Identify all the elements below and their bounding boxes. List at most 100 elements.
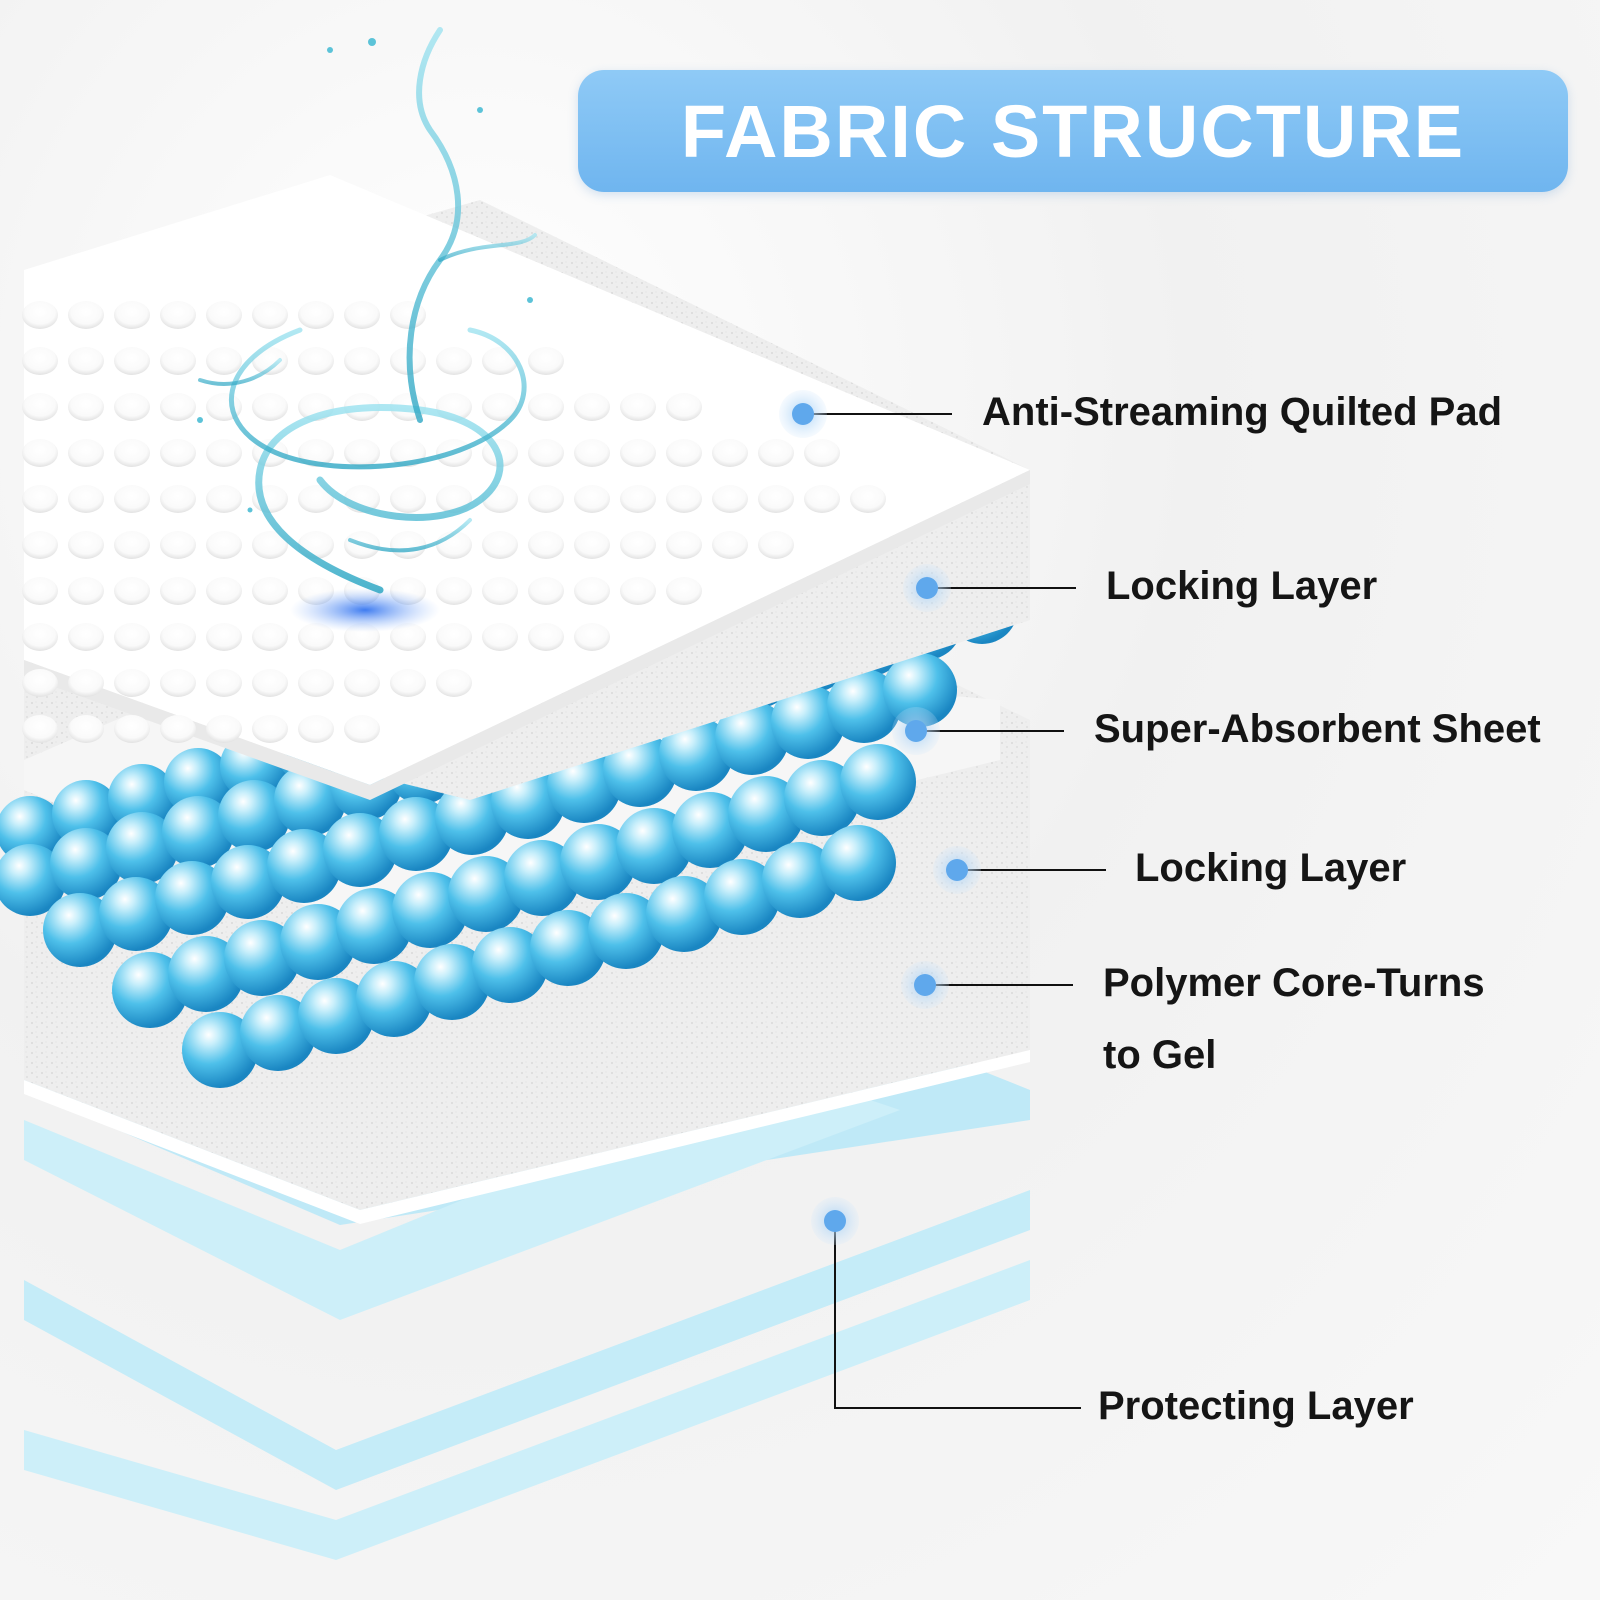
gel-bead-icon — [762, 842, 838, 918]
quilt-dimple — [22, 301, 58, 329]
gel-bead-icon — [435, 781, 509, 855]
quilt-dimple — [206, 485, 242, 513]
quilt-dimple — [206, 623, 242, 651]
gel-bead-icon — [108, 764, 176, 832]
quilt-dimple — [68, 347, 104, 375]
quilt-dimple — [482, 577, 518, 605]
quilt-dimple — [298, 485, 334, 513]
gel-bead-icon — [155, 861, 229, 935]
quilt-dimple — [574, 393, 610, 421]
gel-bead-icon — [771, 685, 845, 759]
label-protecting-layer: Protecting Layer — [1098, 1384, 1414, 1428]
quilt-dimple — [68, 623, 104, 651]
quilt-dimple — [390, 485, 426, 513]
quilt-dimple — [390, 531, 426, 559]
gel-bead-icon — [240, 995, 316, 1071]
callout-marker-icon — [903, 564, 951, 612]
quilt-dimple — [160, 301, 196, 329]
quilt-dimple — [22, 485, 58, 513]
quilt-dimple — [390, 669, 426, 697]
quilt-dimple — [666, 393, 702, 421]
quilt-dimple — [574, 577, 610, 605]
quilt-dimple — [160, 669, 196, 697]
quilted-dimples — [22, 301, 886, 743]
quilt-dimple — [712, 531, 748, 559]
quilted-pad — [22, 175, 1030, 800]
quilt-dimple — [114, 485, 150, 513]
quilt-dimple — [528, 347, 564, 375]
gel-bead-icon — [52, 780, 120, 848]
quilt-dimple — [22, 577, 58, 605]
quilt-dimple — [252, 623, 288, 651]
callout-marker-icon — [811, 1197, 859, 1245]
gel-bead-icon — [298, 978, 374, 1054]
quilt-dimple — [298, 347, 334, 375]
quilt-dimple — [482, 623, 518, 651]
quilt-dimple — [666, 577, 702, 605]
quilt-dimple — [160, 439, 196, 467]
quilt-dimple — [390, 623, 426, 651]
quilt-dimple — [114, 393, 150, 421]
quilt-dimple — [804, 485, 840, 513]
quilt-dimple — [206, 669, 242, 697]
absorbed-liquid-stain — [290, 588, 440, 632]
quilt-dimple — [850, 485, 886, 513]
quilt-dimple — [390, 301, 426, 329]
quilt-dimple — [206, 715, 242, 743]
quilt-dimple — [22, 715, 58, 743]
quilt-dimple — [528, 531, 564, 559]
quilt-dimple — [804, 439, 840, 467]
gel-bead-icon — [715, 701, 789, 775]
gel-bead-icon — [43, 893, 117, 967]
gel-bead-icon — [646, 876, 722, 952]
quilt-dimple — [712, 485, 748, 513]
water-splash-icon — [197, 27, 537, 594]
gel-bead-icon — [588, 893, 664, 969]
quilt-dimple — [68, 301, 104, 329]
quilt-dimple — [114, 531, 150, 559]
quilt-dimple — [114, 715, 150, 743]
quilt-dimple — [160, 623, 196, 651]
quilt-dimple — [298, 669, 334, 697]
gel-bead-icon — [211, 845, 285, 919]
gel-bead-icon — [379, 797, 453, 871]
gel-bead-icon — [883, 653, 957, 727]
quilt-dimple — [252, 393, 288, 421]
quilt-dimple — [298, 623, 334, 651]
gel-bead-icon — [472, 927, 548, 1003]
quilt-dimple — [574, 485, 610, 513]
quilt-dimple — [206, 577, 242, 605]
quilt-dimple — [666, 439, 702, 467]
callout-marker-icon — [892, 707, 940, 755]
gel-bead-icon — [530, 910, 606, 986]
quilt-dimple — [344, 669, 380, 697]
quilt-dimple — [114, 623, 150, 651]
quilt-dimple — [252, 715, 288, 743]
quilt-dimple — [436, 623, 472, 651]
gel-bead-icon — [267, 829, 341, 903]
quilt-dimple — [528, 485, 564, 513]
quilt-dimple — [344, 347, 380, 375]
label-polymer-core-line2: to Gel — [1103, 1033, 1217, 1077]
gel-bead-icon — [182, 1012, 258, 1088]
quilt-dimple — [666, 485, 702, 513]
label-locking-layer-upper: Locking Layer — [1106, 564, 1378, 608]
quilt-dimple — [620, 531, 656, 559]
quilt-dimple — [68, 439, 104, 467]
quilt-dimple — [758, 485, 794, 513]
gel-bead-icon — [218, 780, 290, 852]
quilt-dimple — [528, 393, 564, 421]
quilt-dimple — [206, 301, 242, 329]
quilt-dimple — [160, 531, 196, 559]
quilt-dimple — [22, 347, 58, 375]
quilt-dimple — [758, 531, 794, 559]
quilt-dimple — [712, 439, 748, 467]
quilt-dimple — [68, 669, 104, 697]
callout-markers — [779, 390, 981, 1245]
quilt-dimple — [114, 301, 150, 329]
quilt-dimple — [114, 439, 150, 467]
gel-bead-icon — [164, 748, 232, 816]
quilt-dimple — [114, 669, 150, 697]
callout-marker-icon — [779, 390, 827, 438]
quilt-dimple — [22, 531, 58, 559]
